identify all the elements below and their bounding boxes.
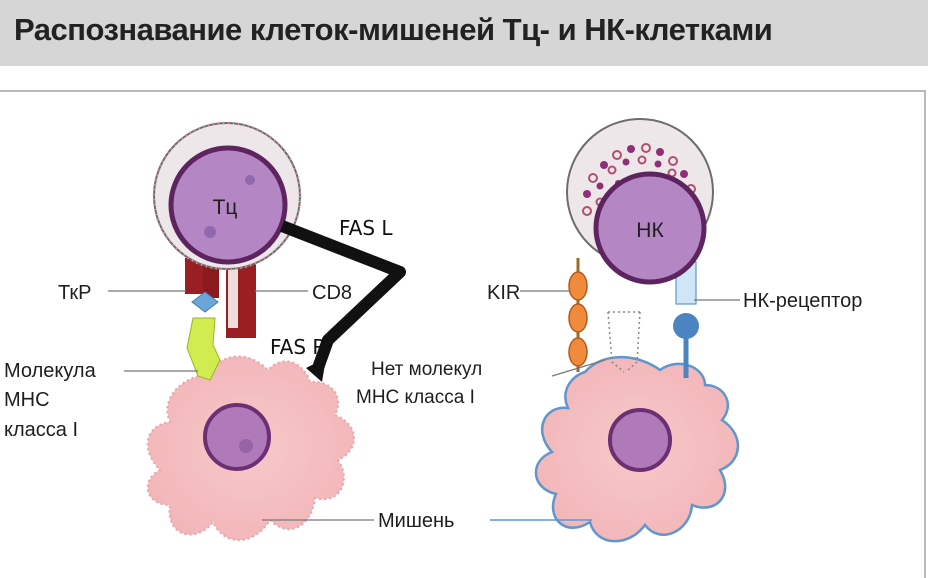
diagram-title: Распознавание клеток-мишеней Тц- и НК-кл…	[14, 12, 773, 47]
nk-cell: НК	[566, 118, 714, 285]
mhc-label-line3: класса I	[4, 419, 78, 441]
no-mhc-label-line2: MHC класса I	[356, 387, 475, 408]
cd8-label: CD8	[312, 282, 352, 304]
nk-receptor-label: НК-рецептор	[743, 290, 862, 312]
mhc-label-line1: Молекула	[4, 360, 97, 382]
empty-mhc-outline	[607, 311, 641, 373]
diagram-frame	[0, 90, 926, 578]
left-target-cell	[146, 355, 356, 542]
mhc-class-i-molecule	[186, 317, 221, 381]
nk-receptor	[673, 261, 699, 378]
kir-receptor	[568, 258, 588, 372]
kir-label: KIR	[487, 282, 520, 304]
no-mhc-label-line1: Нет молекул	[371, 359, 482, 380]
cd8-coreceptor	[226, 258, 256, 338]
target-label: Мишень	[378, 510, 454, 532]
fas-l-label: FAS L	[339, 216, 393, 240]
nk-cell-label: НК	[636, 219, 664, 242]
fas-ligand-arrow	[279, 220, 406, 382]
right-target-cell	[534, 355, 740, 543]
tc-cell-label: Тц	[213, 196, 238, 219]
title-bar: Распознавание клеток-мишеней Тц- и НК-кл…	[0, 0, 928, 66]
fas-r-label: FAS R	[270, 335, 326, 359]
tcr-label: ТкР	[58, 282, 91, 304]
no-mhc-leader-line	[551, 359, 606, 377]
tc-cell: Тц	[152, 121, 302, 271]
mhc-label-line2: MHC	[4, 389, 50, 411]
